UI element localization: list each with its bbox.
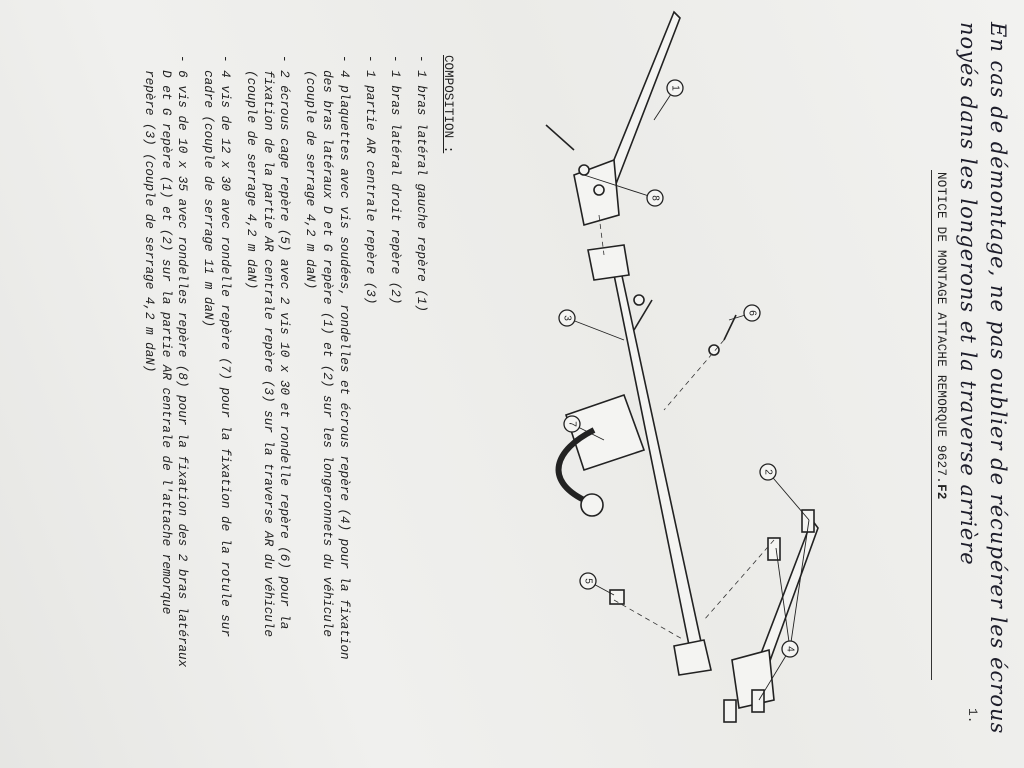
callout-6: 6 [743,304,761,322]
svg-text:4: 4 [785,646,796,652]
washer [578,164,590,176]
tow-ball [580,493,604,517]
svg-text:3: 3 [562,315,573,321]
composition-item: - 4 vis de 12 x 30 avec rondelle repère … [201,55,233,637]
svg-text:7: 7 [567,421,578,427]
fixing-plate [767,537,781,561]
beam-end-plate-left [587,244,630,281]
tow-ball-neck [555,427,596,503]
callout-4: 4 [781,640,799,658]
washer [593,184,605,196]
callout-7: 7 [563,415,581,433]
composition-section: COMPOSITION : - 1 bras latéral gauche re… [131,55,456,667]
washer [708,344,720,356]
fixing-plate [723,699,737,723]
svg-text:6: 6 [747,310,758,316]
cage-nut [609,589,625,605]
callout-2: 2 [759,463,777,481]
svg-text:8: 8 [650,195,661,201]
svg-text:5: 5 [583,578,594,584]
callout-3: 3 [558,309,576,327]
composition-item: - 2 écrous cage repère (5) avec 2 vis 10… [243,55,292,637]
bolt [545,124,575,151]
hitch-mount-plate [564,393,646,472]
composition-item: - 6 vis de 10 x 35 avec rondelles repère… [141,55,190,668]
bolt [723,314,737,341]
composition-item: - 4 plaquettes avec vis soudées, rondell… [303,55,351,660]
fixing-plate [751,689,765,713]
bolt [633,299,653,331]
callout-8: 8 [646,189,664,207]
beam-end-plate-right [673,639,712,676]
callout-5: 5 [579,572,597,590]
svg-text:1: 1 [670,85,681,91]
callout-1: 1 [666,79,684,97]
composition-item: - 1 bras latéral droit repère (2) [388,55,403,305]
composition-item: - 1 partie AR centrale repère (3) [362,55,377,305]
svg-text:2: 2 [763,469,774,475]
washer [633,294,645,306]
composition-heading: COMPOSITION : [441,55,455,154]
composition-item: - 1 bras latéral gauche repère (1) [414,55,429,312]
